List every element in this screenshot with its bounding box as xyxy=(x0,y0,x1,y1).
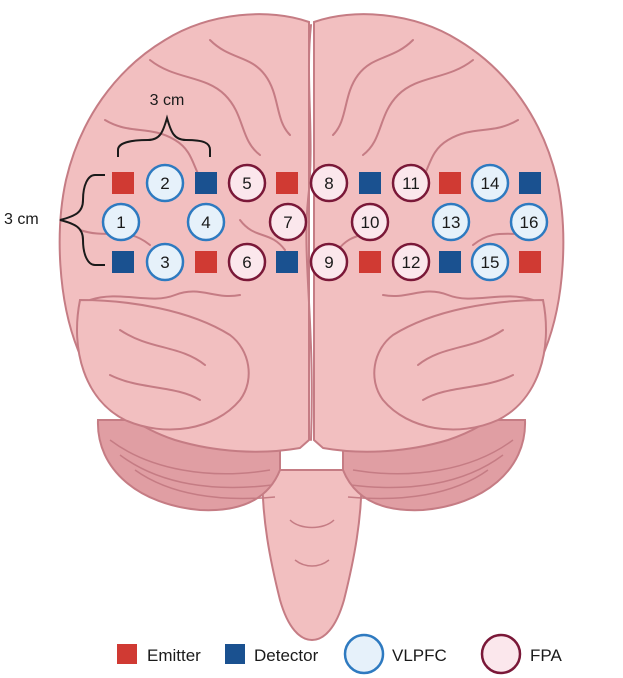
channel-number: 13 xyxy=(442,213,461,232)
emitter-optode-bottom-6 xyxy=(519,251,541,273)
legend-item-detector: Detector xyxy=(225,644,319,665)
fpa-channel-marker xyxy=(350,202,390,242)
detector-optode-bottom-3 xyxy=(276,251,298,273)
detector-optode-bottom-1 xyxy=(112,251,134,273)
legend-label-vlpfc: VLPFC xyxy=(392,646,447,665)
fpa-channel-marker xyxy=(391,163,431,203)
channel-8: 8 xyxy=(309,163,349,203)
channel-7: 7 xyxy=(268,202,308,242)
vertical-dimension: 3 cm xyxy=(4,174,105,266)
channel-9: 9 xyxy=(309,242,349,282)
legend-item-emitter: Emitter xyxy=(117,644,201,665)
channel-6: 6 xyxy=(227,242,267,282)
legend-item-vlpfc: VLPFC xyxy=(343,633,447,675)
channel-number: 1 xyxy=(116,213,125,232)
fpa-channel-marker xyxy=(309,242,349,282)
horizontal-dimension-label: 3 cm xyxy=(150,92,185,109)
horizontal-dimension: 3 cm xyxy=(117,92,211,157)
vlpfc-swatch xyxy=(343,633,385,675)
fpa-channel-marker xyxy=(268,202,308,242)
vlpfc-channel-marker xyxy=(509,202,549,242)
detector-swatch xyxy=(225,644,245,664)
right-temporal-lobe xyxy=(373,298,547,431)
channel-2: 2 xyxy=(145,163,185,203)
vlpfc-channel-marker xyxy=(145,163,185,203)
fpa-channel-marker xyxy=(227,242,267,282)
channel-15: 15 xyxy=(470,242,510,282)
channel-number: 9 xyxy=(324,253,333,272)
channel-number: 3 xyxy=(160,253,169,272)
channel-number: 2 xyxy=(160,174,169,193)
channel-12: 12 xyxy=(391,242,431,282)
channel-10: 10 xyxy=(350,202,390,242)
channel-1: 1 xyxy=(101,202,141,242)
vlpfc-channel-marker xyxy=(431,202,471,242)
emitter-optode-top-5 xyxy=(439,172,461,194)
channel-4: 4 xyxy=(186,202,226,242)
detector-optode-top-2 xyxy=(195,172,217,194)
channel-number: 7 xyxy=(283,213,292,232)
vlpfc-channel-marker xyxy=(470,163,510,203)
fpa-channel-marker xyxy=(391,242,431,282)
vlpfc-channel-marker xyxy=(470,242,510,282)
detector-optode-bottom-5 xyxy=(439,251,461,273)
detector-optode-top-6 xyxy=(519,172,541,194)
channel-number: 16 xyxy=(520,213,539,232)
channel-number: 14 xyxy=(481,174,500,193)
detector-optode-top-4 xyxy=(359,172,381,194)
channel-number: 15 xyxy=(481,253,500,272)
emitter-swatch xyxy=(117,644,137,664)
channel-number: 6 xyxy=(242,253,251,272)
channel-number: 12 xyxy=(402,253,421,272)
horizontal-brace xyxy=(117,114,211,157)
emitter-optode-top-3 xyxy=(276,172,298,194)
vlpfc-channel-marker xyxy=(101,202,141,242)
emitter-optode-bottom-4 xyxy=(359,251,381,273)
channel-13: 13 xyxy=(431,202,471,242)
channel-number: 4 xyxy=(201,213,210,232)
fpa-swatch xyxy=(480,633,522,675)
legend-item-fpa: FPA xyxy=(480,633,562,675)
emitter-optode-bottom-2 xyxy=(195,251,217,273)
legend: Emitter Detector VLPFC FPA xyxy=(117,633,562,675)
channel-11: 11 xyxy=(391,163,431,203)
channel-5: 5 xyxy=(227,163,267,203)
brainstem xyxy=(260,469,364,642)
emitter-optode-top-1 xyxy=(112,172,134,194)
channel-number: 10 xyxy=(361,213,380,232)
vlpfc-channel-marker xyxy=(145,242,185,282)
channel-16: 16 xyxy=(509,202,549,242)
vlpfc-channel-marker xyxy=(186,202,226,242)
vertical-dimension-label: 3 cm xyxy=(4,211,39,228)
legend-label-fpa: FPA xyxy=(530,646,562,665)
legend-label-emitter: Emitter xyxy=(147,646,201,665)
left-temporal-lobe xyxy=(76,298,250,431)
channel-number: 11 xyxy=(402,174,420,193)
legend-label-detector: Detector xyxy=(254,646,319,665)
fpa-channel-marker xyxy=(309,163,349,203)
channel-number: 5 xyxy=(242,174,251,193)
channel-number: 8 xyxy=(324,174,333,193)
channel-14: 14 xyxy=(470,163,510,203)
fpa-channel-marker xyxy=(227,163,267,203)
vertical-brace xyxy=(59,174,105,266)
brain-illustration xyxy=(58,13,565,642)
channel-3: 3 xyxy=(145,242,185,282)
